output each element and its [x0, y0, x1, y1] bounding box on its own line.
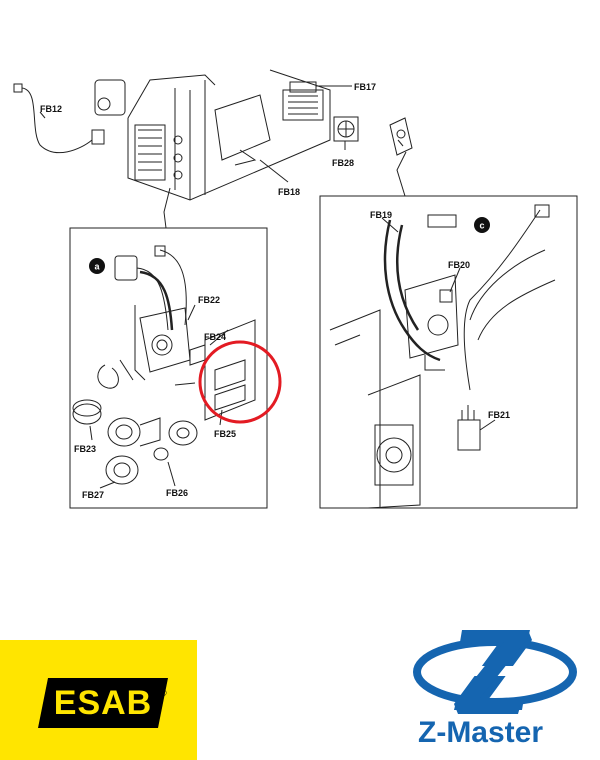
esab-mark: ESAB: [38, 678, 168, 728]
highlight-circle: [198, 340, 282, 424]
label-fb19: FB19: [370, 210, 392, 220]
callout-c: c: [474, 217, 490, 233]
parts-diagram: a c FB12 FB17 FB28 FB18 FB19 FB20 FB21 F…: [13, 69, 578, 509]
callout-c-letter: c: [479, 221, 484, 231]
esab-parallelogram-icon: [38, 678, 168, 728]
zmaster-wordmark: Z-Master: [418, 716, 544, 749]
callout-a: a: [89, 258, 105, 274]
label-fb24: FB24: [204, 332, 226, 342]
left-detail-panel: [69, 227, 268, 509]
fb12-cable-drawing: [13, 83, 105, 154]
machine-body-drawing: [94, 69, 331, 201]
label-fb25: FB25: [214, 429, 236, 439]
esab-text: ESAB: [53, 684, 153, 722]
label-fb28: FB28: [332, 158, 354, 168]
label-fb17: FB17: [354, 82, 376, 92]
fb28-fan-drawing: [333, 116, 359, 142]
fb17-transformer-drawing: [282, 81, 324, 121]
label-fb27: FB27: [82, 490, 104, 500]
label-fb23: FB23: [74, 444, 96, 454]
esab-logo: ESAB ®: [0, 640, 197, 760]
zmaster-logo-icon: [413, 630, 577, 714]
label-fb20: FB20: [448, 260, 470, 270]
label-fb22: FB22: [198, 295, 220, 305]
callout-a-letter: a: [94, 262, 100, 272]
label-fb21: FB21: [488, 410, 510, 420]
esab-registered-mark: ®: [160, 688, 167, 698]
label-fb26: FB26: [166, 488, 188, 498]
plate-connector-drawing: [389, 117, 413, 156]
right-detail-panel: [319, 195, 578, 509]
label-fb18: FB18: [278, 187, 300, 197]
right-panel-parts-drawing: [329, 204, 556, 509]
label-fb12: FB12: [40, 104, 62, 114]
left-panel-parts-drawing: [72, 245, 256, 485]
